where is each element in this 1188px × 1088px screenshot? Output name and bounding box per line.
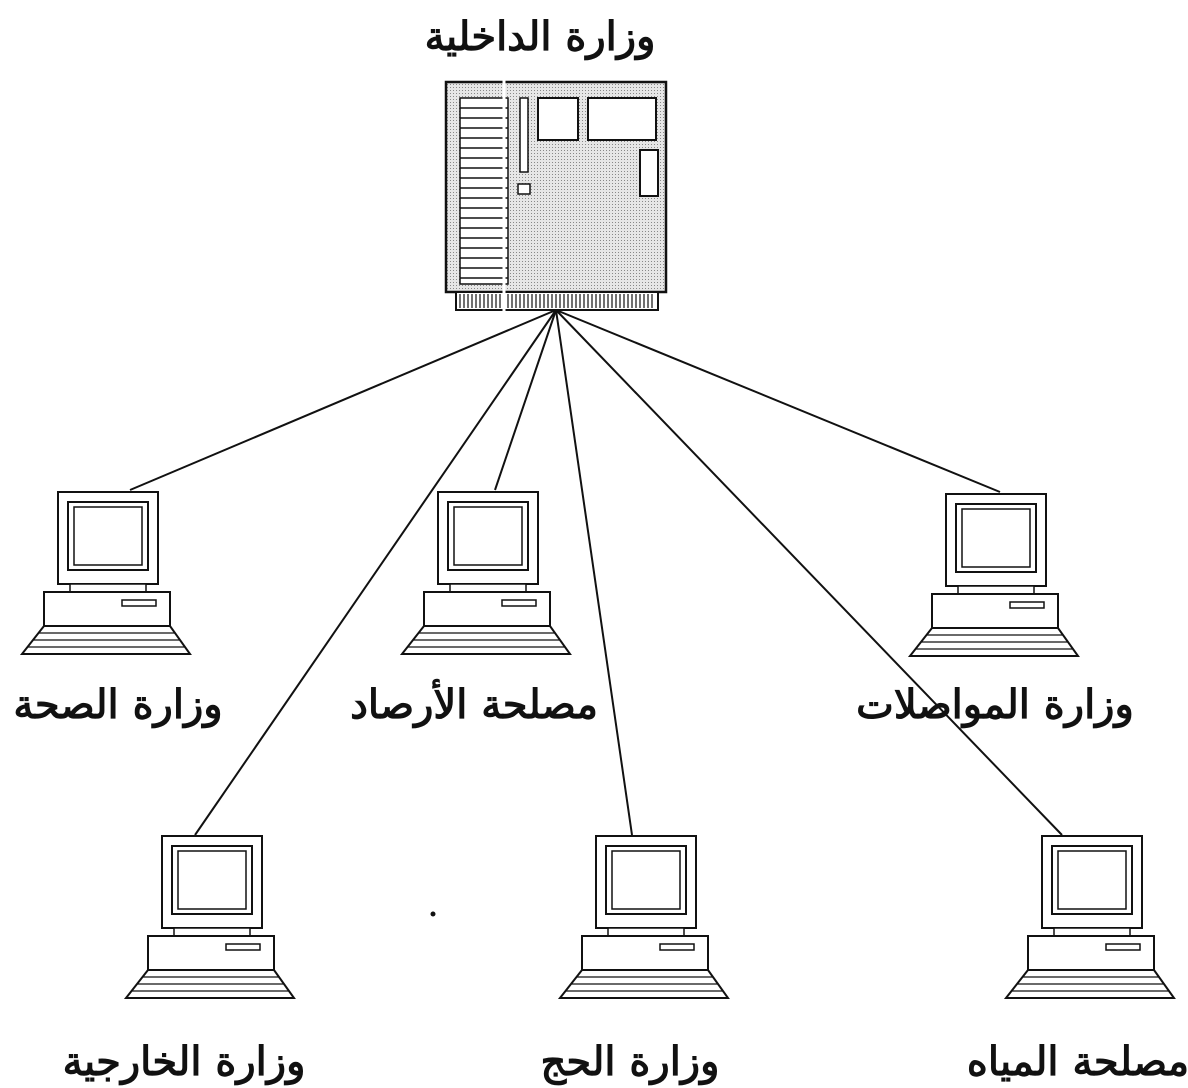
computer-icon <box>909 493 1079 657</box>
computer-icon <box>559 835 729 999</box>
client-label-hajj: وزارة الحج <box>541 1038 720 1086</box>
terminal-meteorology <box>401 491 571 655</box>
computer-icon <box>125 835 295 999</box>
link-meteorology <box>494 309 557 491</box>
terminal-foreign <box>125 835 295 999</box>
client-label-foreign: وزارة الخارجية <box>63 1038 306 1086</box>
link-foreign <box>194 309 557 836</box>
link-transport <box>555 309 1001 493</box>
link-water <box>555 309 1063 836</box>
computer-icon <box>21 491 191 655</box>
link-hajj <box>555 309 633 836</box>
client-label-meteorology: مصلحة الأرصاد <box>350 678 598 729</box>
link-health <box>129 309 557 491</box>
connection-lines <box>129 309 1063 836</box>
terminal-hajj <box>559 835 729 999</box>
stray-dot <box>430 911 436 917</box>
terminal-health <box>21 491 191 655</box>
terminal-transport <box>909 493 1079 657</box>
computer-icon <box>401 491 571 655</box>
client-label-health: وزارة الصحة <box>13 681 222 729</box>
server-icon <box>444 0 668 315</box>
terminal-water <box>1005 835 1175 999</box>
computer-icon <box>1005 835 1175 999</box>
server-label: وزارة الداخلية <box>425 13 656 61</box>
client-label-water: مصلحة المياه <box>967 1038 1188 1085</box>
client-label-transport: وزارة المواصلات <box>856 681 1134 729</box>
